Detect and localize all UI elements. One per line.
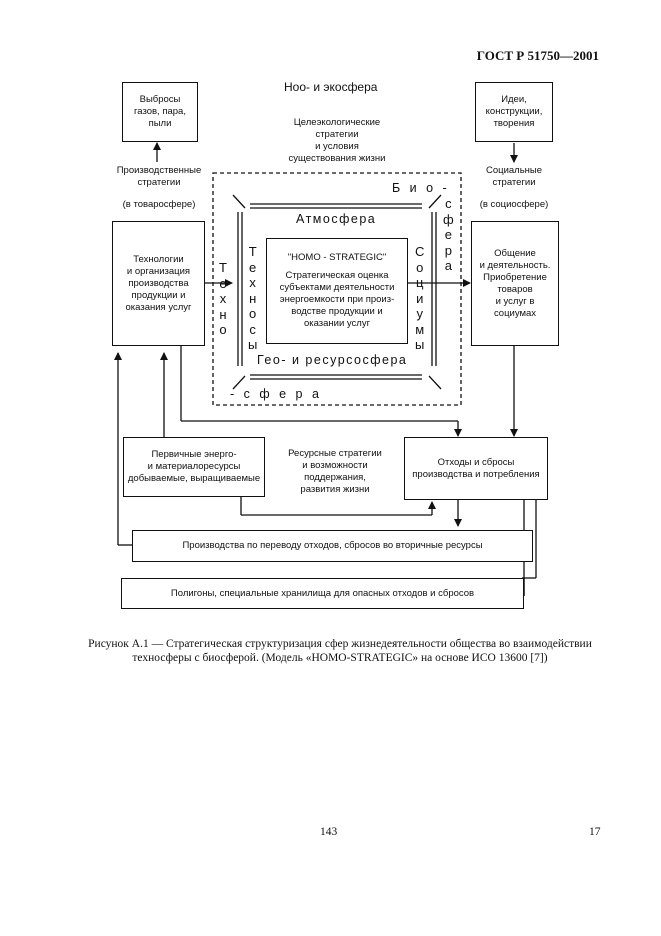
technology-box: Технологии и организация производства пр… bbox=[112, 221, 205, 346]
biosphere-vertical: с ф е р а bbox=[443, 196, 454, 273]
waste-box: Отходы и сбросы производства и потреблен… bbox=[404, 437, 548, 500]
technoses-vertical: Т е х н о с ы bbox=[248, 244, 258, 352]
biosphere-frame bbox=[212, 172, 462, 406]
technosphere-vertical: Т е х н о bbox=[219, 260, 227, 337]
recycling-box: Производства по переводу отходов, сбросо… bbox=[132, 530, 533, 562]
emissions-box: Выбросы газов, пара, пыли bbox=[122, 82, 198, 142]
geo-sphere-label: Гео- и ресурсосфера bbox=[257, 353, 408, 367]
primary-resources-box: Первичные энерго- и материалоресурсы доб… bbox=[123, 437, 265, 497]
homo-strategic-title: "HOMO - STRATEGIC" bbox=[287, 252, 387, 263]
ideas-box-label: Идеи, конструкции, творения bbox=[485, 94, 543, 129]
homo-strategic-text: Стратегическая оценка субъектами деятель… bbox=[279, 270, 395, 329]
figure-caption: Рисунок А.1 — Стратегическая структуриза… bbox=[60, 638, 620, 665]
page-number: 143 bbox=[320, 826, 338, 838]
document-code: ГОСТ Р 51750—2001 bbox=[476, 48, 599, 63]
technology-box-label: Технологии и организация производства пр… bbox=[125, 253, 192, 313]
eco-strategies-label: Целеэкологические стратегии и условия су… bbox=[288, 117, 386, 164]
ideas-box: Идеи, конструкции, творения bbox=[475, 82, 553, 142]
atmosphere-label: Атмосфера bbox=[296, 212, 377, 226]
technosphere-bottom-label: - с ф е р а bbox=[230, 387, 322, 401]
social-activity-box: Общение и деятельность. Приобретение тов… bbox=[471, 221, 559, 346]
resource-strategies-label: Ресурсные стратегии и возможности поддер… bbox=[288, 448, 382, 495]
diagram-title: Ноо- и экосфера bbox=[284, 80, 378, 94]
page-number-right: 17 bbox=[589, 826, 601, 838]
social-strategies-label: Социальные стратегии bbox=[485, 165, 543, 188]
sociums-vertical: С о ц и у м ы bbox=[415, 244, 425, 352]
caption-line-2: техносферы с биосферой. (Модель «HOMO-ST… bbox=[132, 651, 548, 664]
biosphere-label: Б и о - bbox=[392, 181, 450, 195]
recycling-box-label: Производства по переводу отходов, сбросо… bbox=[182, 540, 483, 551]
emissions-box-label: Выбросы газов, пара, пыли bbox=[134, 94, 186, 129]
landfill-box: Полигоны, специальные хранилища для опас… bbox=[121, 578, 524, 609]
commodity-sphere-label: (в товаросфере) bbox=[122, 199, 196, 210]
homo-strategic-box: "HOMO - STRATEGIC" Стратегическая оценка… bbox=[266, 238, 408, 344]
primary-resources-box-label: Первичные энерго- и материалоресурсы доб… bbox=[127, 449, 261, 484]
landfill-box-label: Полигоны, специальные хранилища для опас… bbox=[170, 587, 475, 599]
caption-line-1: Рисунок А.1 — Стратегическая структуриза… bbox=[88, 638, 592, 650]
social-activity-box-label: Общение и деятельность. Приобретение тов… bbox=[479, 248, 551, 319]
social-sphere-label: (в социосфере) bbox=[479, 199, 549, 210]
production-strategies-label: Производственные стратегии bbox=[116, 165, 202, 188]
waste-box-label: Отходы и сбросы производства и потреблен… bbox=[412, 456, 540, 480]
